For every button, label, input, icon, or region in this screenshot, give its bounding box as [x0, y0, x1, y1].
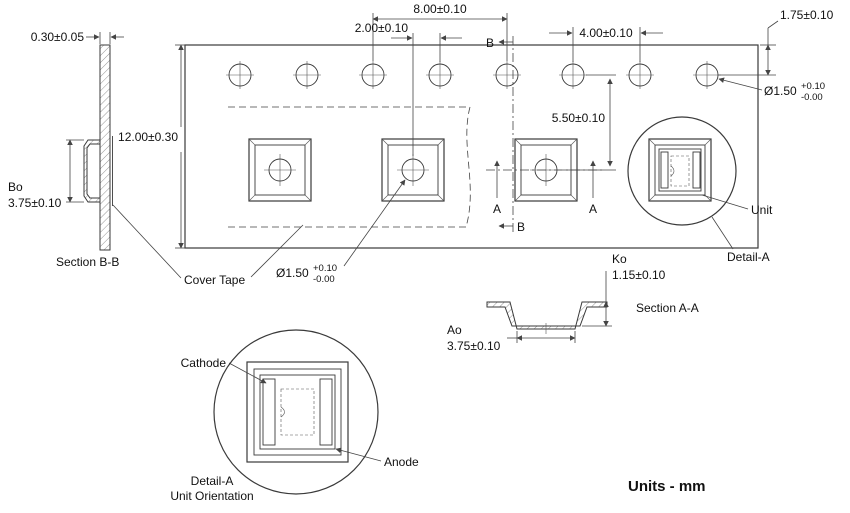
section-aa-caption: Section A-A	[636, 301, 699, 315]
sprocket-hole	[493, 61, 521, 89]
cathode-electrode	[262, 378, 276, 446]
anode-label: Anode	[384, 455, 419, 469]
detail-a-unit-orientation: Cathode Anode Detail-A Unit Orientation	[170, 329, 419, 503]
ko-value-label: 1.15±0.10	[612, 268, 666, 282]
cathode-notch	[280, 406, 285, 418]
dim-edge-to-hole: 1.75±0.10	[718, 8, 834, 76]
unit-in-pocket	[658, 148, 702, 192]
sprocket-holes	[226, 61, 721, 89]
detail-a-label: Detail-A	[727, 250, 770, 264]
sprocket-hole	[559, 61, 587, 89]
unit-body	[259, 374, 336, 450]
pocket-hole-tol-plus: +0.10	[313, 263, 337, 274]
sprocket-hole	[626, 61, 654, 89]
dim-hole-to-pocket-label: 2.00±0.10	[355, 21, 409, 35]
die-outline	[280, 388, 315, 436]
dim-550-label: 5.50±0.10	[552, 111, 606, 125]
unit-cathode-notch	[670, 165, 675, 177]
unit-label: Unit	[751, 203, 773, 217]
ao-name-label: Ao	[447, 323, 462, 337]
bo-name-label: Bo	[8, 180, 23, 194]
pocket-inner	[253, 368, 342, 456]
tape-top-view	[184, 44, 759, 249]
ao-value-label: 3.75±0.10	[447, 339, 501, 353]
pocket-1	[248, 138, 312, 202]
dim-hole-pitch-label: 4.00±0.10	[579, 26, 633, 40]
cover-tape-label: Cover Tape	[184, 273, 245, 287]
sprocket-hole-tol-minus: -0.00	[801, 92, 823, 103]
dim-hole-to-pocket: 2.00±0.10	[355, 21, 462, 156]
pocket-outer	[246, 361, 349, 463]
tape-outline	[184, 44, 759, 249]
bo-value-label: 3.75±0.10	[8, 196, 62, 210]
dim-hole-pitch: 4.00±0.10	[549, 26, 663, 62]
dim-pocket-pitch: 8.00±0.10	[372, 2, 508, 61]
unit-die-outline	[670, 155, 690, 187]
dim-tape-thickness-label: 0.30±0.05	[31, 30, 85, 44]
detail-a-callouts: Unit Detail-A	[701, 194, 773, 264]
detail-circle	[213, 329, 379, 495]
section-b-top-label: B	[486, 36, 494, 50]
pocket-hole-dia-label: Ø1.50	[276, 266, 309, 280]
dim-tape-width-label: 12.00±0.30	[118, 130, 178, 144]
sprocket-hole	[426, 61, 454, 89]
detail-a-circle	[627, 116, 737, 226]
sprocket-hole	[359, 61, 387, 89]
sprocket-hole	[226, 61, 254, 89]
anode-electrode	[319, 378, 333, 446]
cathode-label: Cathode	[181, 356, 227, 370]
unit-orientation-label: Unit Orientation	[170, 489, 253, 503]
sprocket-hole	[293, 61, 321, 89]
detail-a-bottom-label: Detail-A	[191, 474, 234, 488]
cover-tape-outline	[228, 106, 471, 228]
pocket-profile	[486, 301, 608, 330]
dim-sprocket-hole-dia: Ø1.50 +0.10 -0.00	[718, 77, 825, 103]
section-bb-caption: Section B-B	[56, 255, 119, 269]
section-bb-view: 0.30±0.05 Bo 3.75±0.10 Section B-B	[8, 30, 124, 269]
dim-tape-width: 12.00±0.30	[118, 44, 185, 249]
units-note: Units - mm	[628, 478, 706, 495]
unit-right-electrode	[692, 151, 701, 189]
tape-cross-section	[99, 44, 111, 251]
section-aa-view: Ko 1.15±0.10 Ao 3.75±0.10 Section A-A	[447, 252, 699, 353]
dim-edge-to-hole-label: 1.75±0.10	[780, 8, 834, 22]
ko-name-label: Ko	[612, 252, 627, 266]
section-a-cut-line: A A	[486, 160, 604, 216]
unit-left-electrode	[660, 151, 669, 189]
section-a-right-label: A	[589, 202, 597, 216]
dim-pocket-hole-dia: Ø1.50 +0.10 -0.00	[276, 179, 406, 285]
section-a-left-label: A	[493, 202, 501, 216]
dim-hole-to-pocket-cross: 5.50±0.10	[552, 74, 616, 171]
section-b-cut-line: B B	[486, 36, 525, 234]
dim-pocket-pitch-label: 8.00±0.10	[413, 2, 467, 16]
pocket-4-detail-a	[627, 116, 737, 226]
pocket-hole-tol-minus: -0.00	[313, 274, 335, 285]
sprocket-hole-dia-label: Ø1.50	[764, 84, 797, 98]
sprocket-hole-tol-plus: +0.10	[801, 81, 825, 92]
cover-tape-callout: Cover Tape	[112, 204, 304, 287]
sprocket-hole	[693, 61, 721, 89]
pocket-cross-section	[83, 139, 101, 203]
section-b-bottom-label: B	[517, 220, 525, 234]
